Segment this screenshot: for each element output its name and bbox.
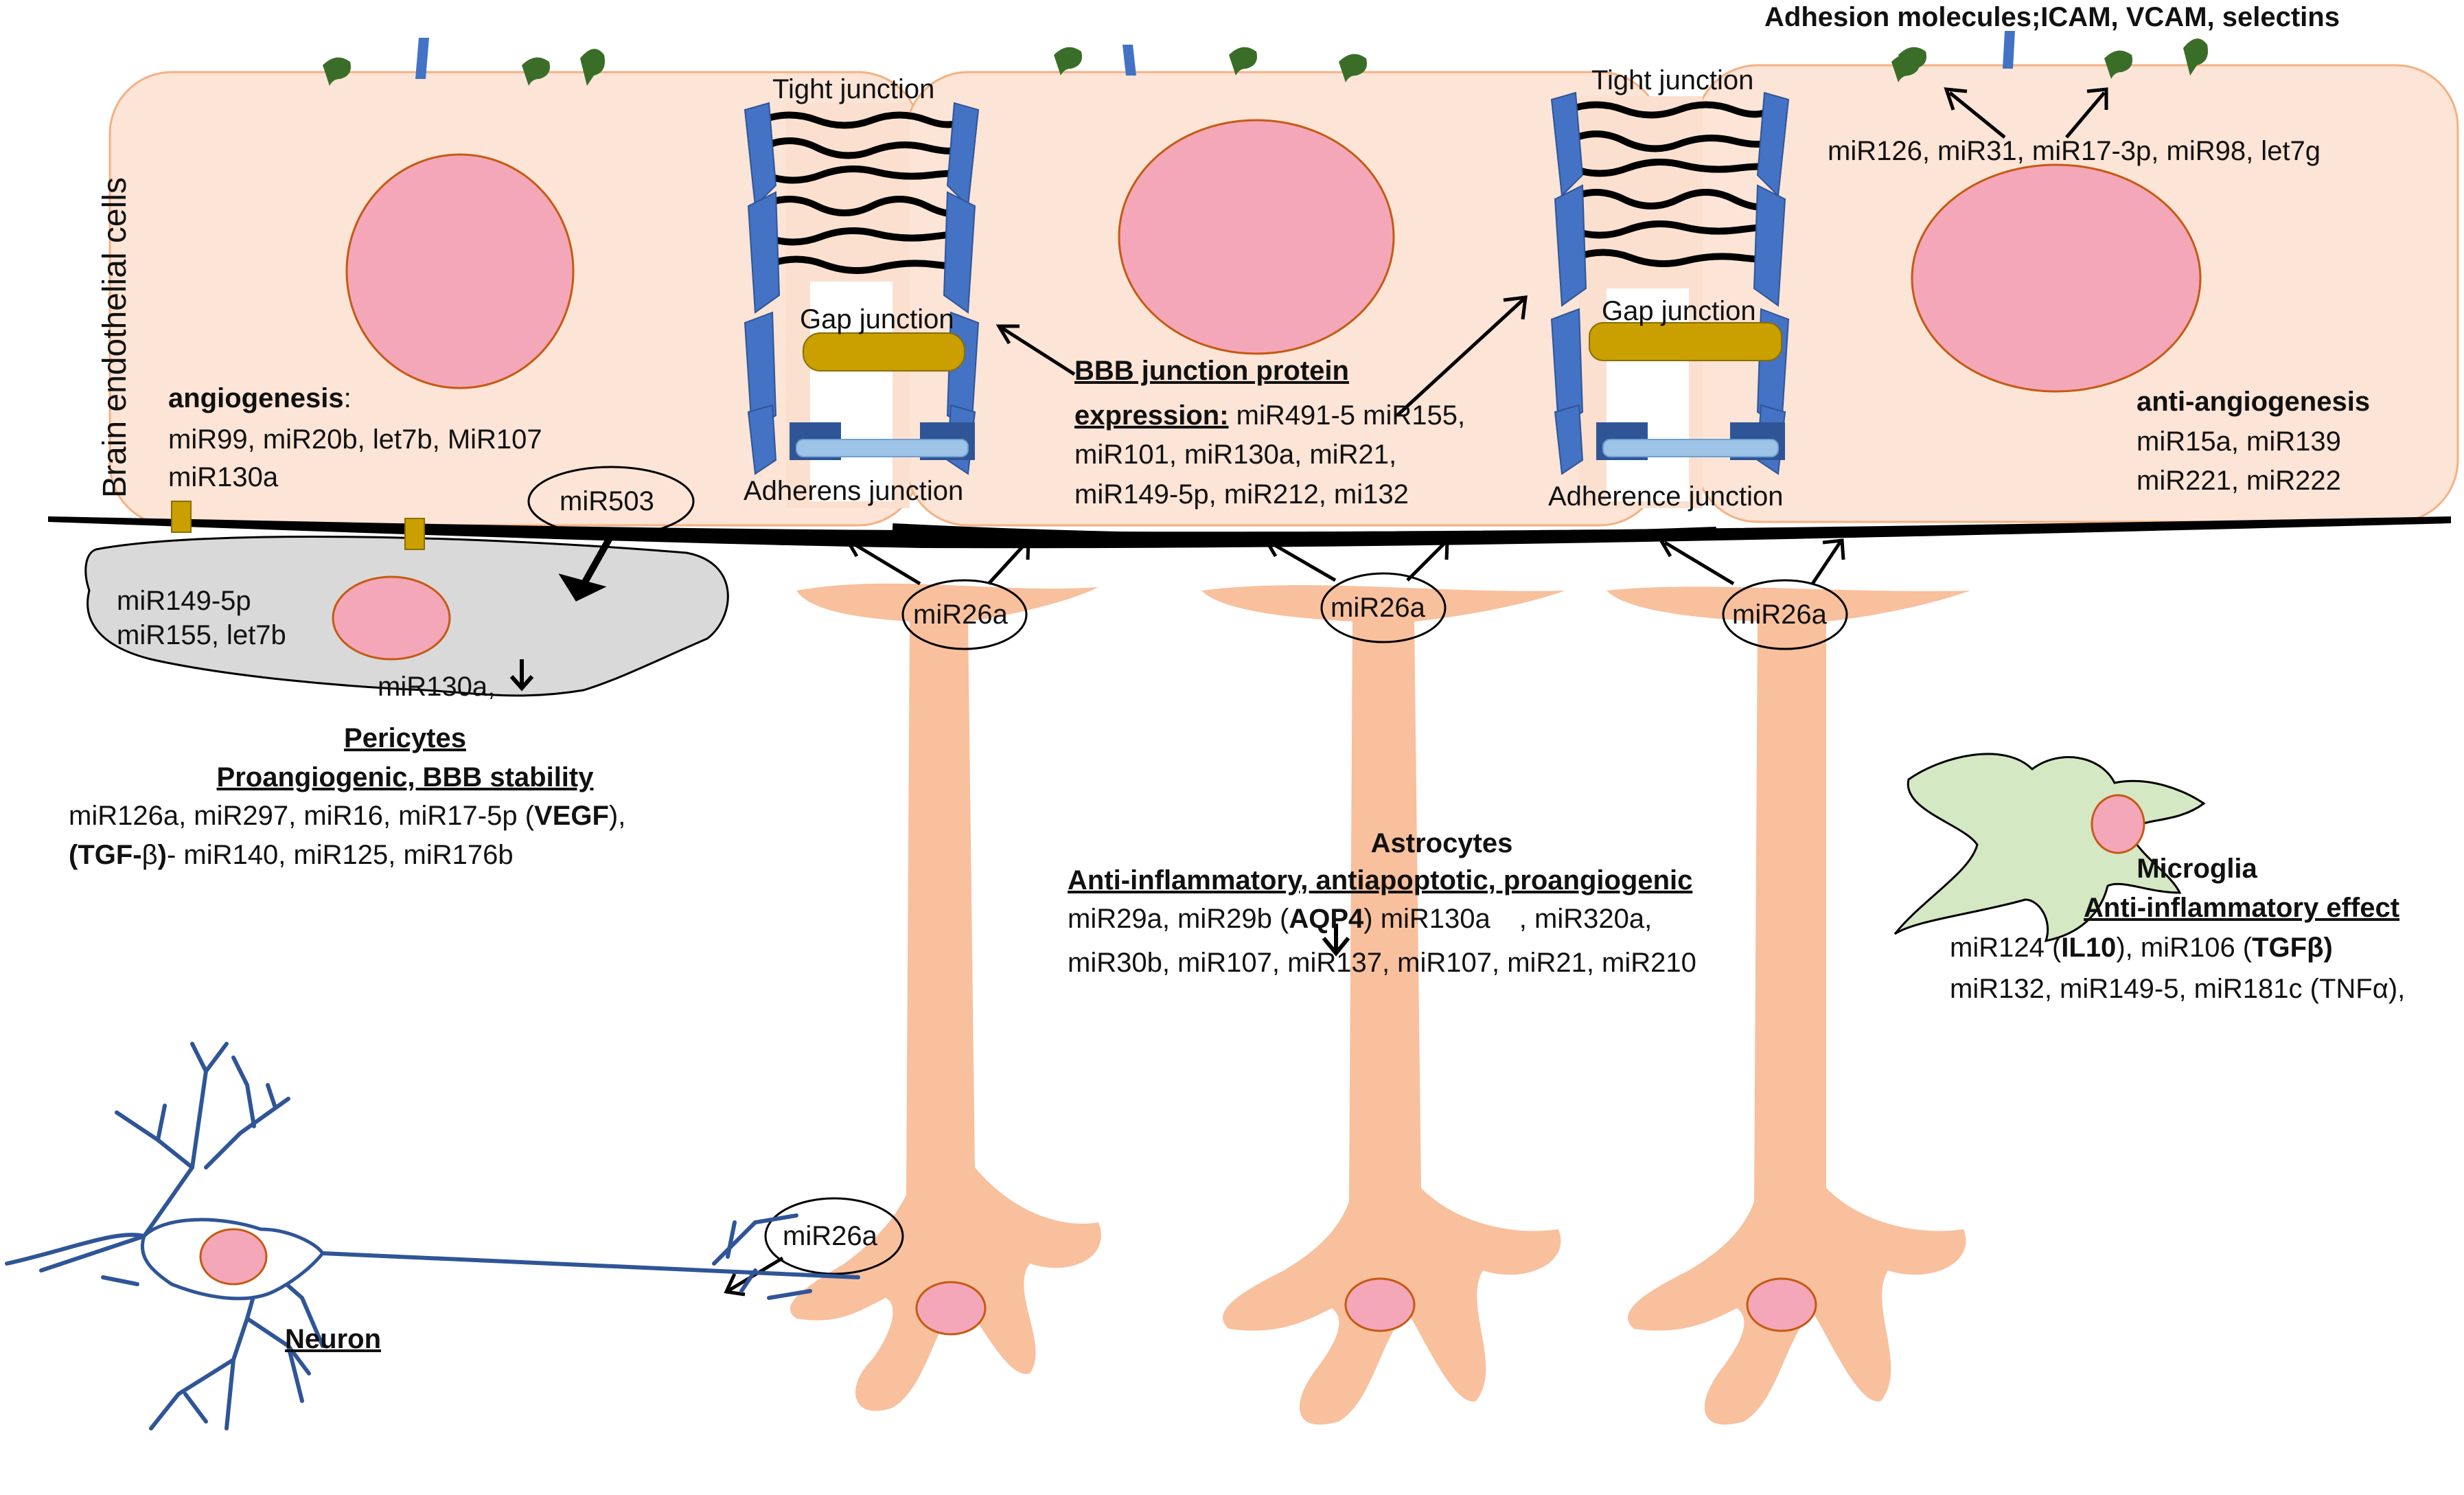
mir26a-label-3: miR26a	[1732, 600, 1827, 630]
astrocytes-line-1-c: ) miR130a	[1363, 904, 1490, 934]
pericyte-title-1: Pericytes	[344, 723, 466, 753]
microglia-line-1-a: miR124 (	[1950, 933, 2062, 963]
side-label: Brain endothelial cells	[97, 177, 133, 498]
angiogenesis-colon: :	[343, 383, 352, 413]
angiogenesis-title: angiogenesis:	[168, 381, 352, 415]
adherens-junction-label-2: Adherence junction	[1548, 481, 1784, 512]
basement-membrane-thick	[892, 523, 1717, 545]
tight-junction-strands-1	[759, 111, 971, 274]
tight-junction-label-1: Tight junction	[772, 74, 935, 104]
mir26a-ring-1	[901, 579, 1028, 650]
adhesion-molecules	[323, 31, 2208, 86]
pericyte-desc-2-tgf: (TGF-	[69, 840, 142, 870]
bbb-line-1-rest: miR491-5 miR155,	[1228, 400, 1466, 431]
pericyte-nucleus	[332, 575, 451, 661]
pericyte-line-3: miR130a,	[378, 672, 496, 702]
pericyte-desc-1-c: ),	[608, 801, 626, 831]
pericyte-desc-1: miR126a, miR297, miR16, miR17-5p (VEGF),	[69, 799, 625, 833]
adherens-junction-1	[790, 422, 975, 460]
down-arrows	[509, 659, 1350, 957]
pericyte-desc-2-beta: β	[141, 840, 158, 870]
basement-membrane	[48, 516, 2451, 549]
bbb-title-1: BBB junction protein	[1074, 356, 1349, 386]
astrocytes-line-1-aqp4: AQP4	[1289, 904, 1364, 934]
angiogenesis-line-2: miR130a	[168, 462, 279, 492]
microglia-line-2: miR132, miR149-5, miR181c (TNFα),	[1950, 974, 2406, 1004]
mir26a-label-2: miR26a	[1331, 593, 1425, 623]
mir26a-ring-2	[1320, 572, 1447, 643]
astrocyte-2	[1201, 585, 1565, 1425]
pericyte-desc-2: (TGF-β)- miR140, miR125, miR176b	[69, 838, 514, 872]
anti-angiogenesis-line-1: miR15a, miR139	[2137, 426, 2341, 457]
gap-junction-label-2: Gap junction	[1602, 296, 1756, 326]
endothelial-nucleus-3	[1911, 163, 2202, 393]
astrocytes-line-1-a: miR29a, miR29b (	[1068, 904, 1289, 934]
microglia-title-2: Anti-inflammatory effect	[2084, 893, 2400, 923]
mir26a-ring-3	[1722, 579, 1848, 650]
gap-junction-label-1: Gap junction	[800, 304, 954, 334]
pericyte-title-2: Proangiogenic, BBB stability	[216, 762, 594, 792]
mir26a-label-1: miR26a	[913, 600, 1008, 630]
microglia-line-1-tgfb: TGFβ)	[2252, 933, 2333, 963]
astrocytes-title-2: Anti-inflammatory, antiapoptotic, proang…	[1068, 865, 1693, 895]
gap-junction-2	[1589, 322, 1782, 361]
pericyte-desc-2-d: - miR140, miR125, miR176b	[166, 840, 514, 870]
pericyte-desc-2-paren: )	[157, 840, 167, 870]
anti-angiogenesis-title: anti-angiogenesis	[2137, 387, 2371, 417]
astrocyte-3	[1607, 586, 1970, 1425]
adherens-junction-label-1: Adherens junction	[744, 476, 964, 506]
endothelial-nucleus-1	[345, 153, 575, 389]
tight-junction-label-2: Tight junction	[1591, 65, 1754, 95]
astrocytes-line-1-d: , miR320a,	[1519, 904, 1653, 934]
adherens-junction-2	[1596, 422, 1785, 460]
pericyte-peg-1	[171, 501, 192, 533]
angiogenesis-line-1: miR99, miR20b, let7b, MiR107	[168, 424, 542, 455]
microglia-line-1-il10: IL10	[2061, 933, 2117, 963]
adhesion-title: Adhesion molecules;ICAM, VCAM, selectins	[1764, 2, 2340, 32]
mir503-label: miR503	[560, 486, 654, 516]
anti-angiogenesis-line-2: miR221, miR222	[2137, 466, 2341, 496]
neuron-cell	[5, 1042, 860, 1430]
bbb-title-2: expression:	[1074, 400, 1229, 431]
mir26a-label-neuron: miR26a	[783, 1221, 877, 1251]
pericyte-line-2: miR155, let7b	[117, 620, 286, 650]
pericyte-desc-1-vegf: VEGF	[534, 801, 609, 831]
neuron-title: Neuron	[285, 1324, 381, 1354]
angiogenesis-title-text: angiogenesis	[168, 383, 344, 413]
astrocytes-line-2: miR30b, miR107, miR137, miR107, miR21, m…	[1068, 948, 1696, 978]
pericyte-peg-2	[404, 518, 425, 550]
arrows	[724, 87, 2108, 1297]
astrocytes-title-1: Astrocytes	[1370, 828, 1513, 858]
bbb-line-3: miR149-5p, miR212, mi132	[1074, 479, 1409, 510]
astrocytes-line-1: miR29a, miR29b (AQP4) miR130a , miR320a,	[1068, 902, 1652, 936]
junction-channel-1	[810, 282, 893, 501]
neuron-nucleus	[199, 1228, 268, 1286]
microglia-line-1-c: ), miR106 (	[2116, 933, 2253, 963]
gap-junction-1	[803, 332, 965, 372]
mir26a-ring-neuron	[764, 1197, 904, 1275]
microglia-title-1: Microglia	[2137, 854, 2257, 884]
tight-junction-strands-2	[1565, 101, 1778, 267]
bbb-line-1: expression: miR491-5 miR155,	[1074, 398, 1465, 433]
bbb-line-2: miR101, miR130a, miR21,	[1074, 440, 1397, 470]
pericyte-desc-1-a: miR126a, miR297, miR16, miR17-5p (	[69, 801, 535, 831]
astrocyte-1	[790, 583, 1101, 1411]
adhesion-mirnas: miR126, miR31, miR17-3p, miR98, let7g	[1828, 136, 2321, 166]
microglia-line-1: miR124 (IL10), miR106 (TGFβ)	[1950, 931, 2333, 965]
microglia-nucleus	[2091, 794, 2145, 854]
endothelial-nucleus-2	[1118, 119, 1395, 355]
pericyte-line-1: miR149-5p	[117, 586, 251, 616]
